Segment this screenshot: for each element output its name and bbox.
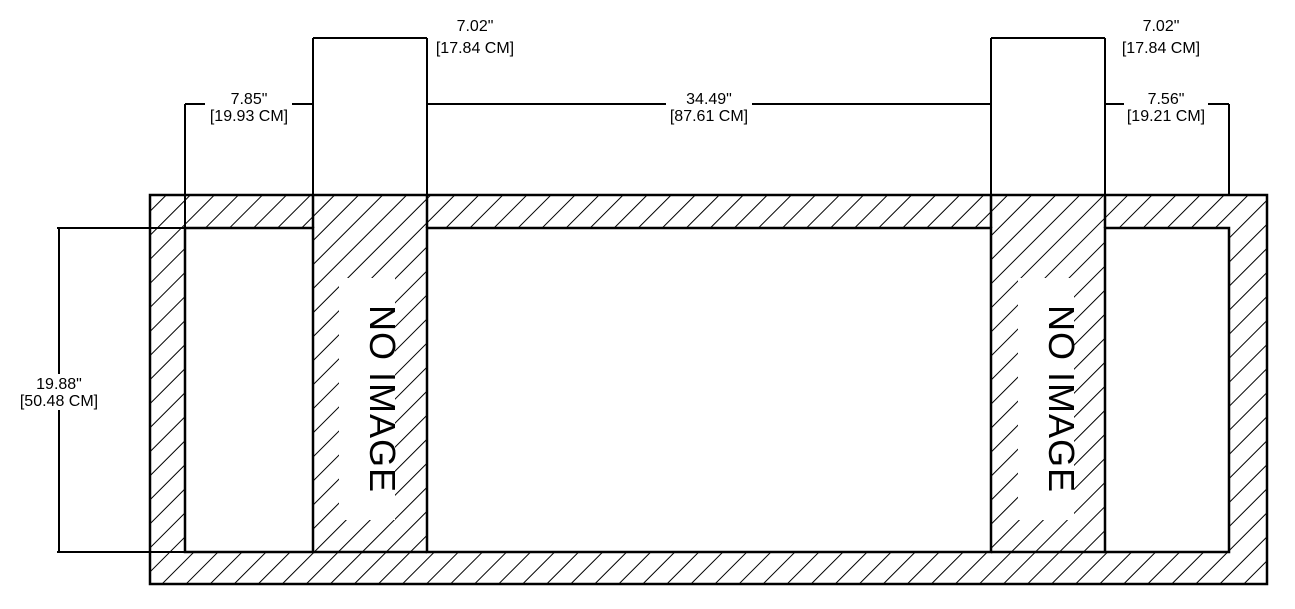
left-no-image-label: NO IMAGE	[362, 305, 403, 493]
dimension-label-height-cm: [50.48 CM]	[20, 393, 98, 410]
dimension-label-right-outer-inches: 7.56"	[1148, 91, 1185, 108]
dimension-label-left-outer-cm: [19.93 CM]	[210, 108, 288, 125]
right-opening-border	[1103, 226, 1231, 554]
frame-outer-border	[148, 193, 1269, 586]
dimension-label-left-outer-inches: 7.85"	[231, 91, 268, 108]
right-no-image-backdrop	[1018, 278, 1074, 520]
dimension-label-center-cm: [87.61 CM]	[670, 108, 748, 125]
dimension-label-right-window-inches: 7.02"	[1143, 18, 1180, 35]
dimension-label-center-inches: 34.49"	[686, 91, 732, 108]
center-opening-border	[425, 226, 993, 554]
dimension-label-left-window-inches: 7.02"	[457, 18, 494, 35]
dimension-label-right-window-cm: [17.84 CM]	[1122, 40, 1200, 57]
dimension-label-height-inches: 19.88"	[36, 376, 82, 393]
hatched-frame	[150, 195, 1267, 584]
left-opening-border	[183, 226, 315, 554]
right-no-image-label: NO IMAGE	[1041, 305, 1082, 493]
dimension-label-right-outer-cm: [19.21 CM]	[1127, 108, 1205, 125]
dimension-label-left-window-cm: [17.84 CM]	[436, 40, 514, 57]
left-no-image-backdrop	[339, 278, 395, 520]
